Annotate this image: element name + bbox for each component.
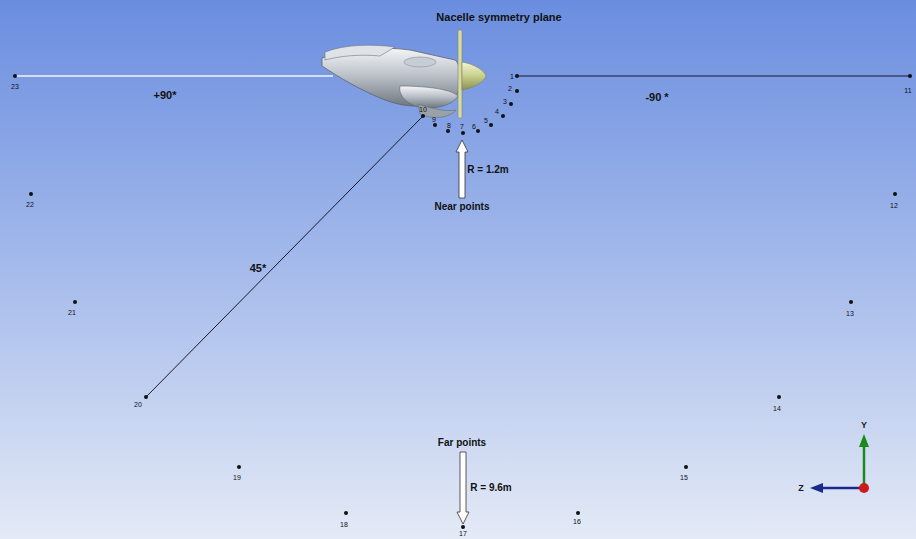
callout-number: 7: [460, 123, 464, 130]
angle-label: -90 *: [645, 92, 668, 103]
callout-number: 14: [773, 405, 781, 412]
callout-number: 17: [459, 530, 467, 537]
axis-label: Y: [861, 421, 867, 430]
callout-number: 15: [680, 474, 688, 481]
callout-number: 5: [484, 117, 488, 124]
group-label: Near points: [434, 202, 489, 212]
callout-number: 20: [134, 401, 142, 408]
callout-number: 21: [68, 309, 76, 316]
minus-90-line: [517, 75, 910, 76]
callout-number: 8: [447, 122, 451, 129]
angle-label: +90*: [154, 90, 177, 101]
callout-number: 3: [503, 98, 507, 105]
plane-title: Nacelle symmetry plane: [436, 12, 561, 23]
radius-label: R = 1.2m: [467, 165, 508, 175]
callout-number: 2: [508, 85, 512, 92]
axis-triad: [810, 434, 869, 493]
nacelle: [322, 30, 486, 118]
near-radius-arrow: [456, 140, 468, 198]
callout-number: 10: [419, 106, 427, 113]
callout-number: 13: [846, 310, 854, 317]
callout-number: 16: [573, 518, 581, 525]
callout-number: 23: [11, 83, 19, 90]
diagonal-45-line: [146, 116, 423, 397]
callout-number: 12: [890, 202, 898, 209]
radius-label: R = 9.6m: [470, 483, 511, 493]
callout-number: 4: [495, 108, 499, 115]
measurement-points: [13, 74, 912, 529]
far-radius-arrow: [457, 452, 469, 524]
group-label: Far points: [438, 438, 486, 448]
axis-label: Z: [798, 484, 804, 493]
plus-90-line: [15, 75, 333, 77]
callout-number: 19: [233, 474, 241, 481]
callout-number: 9: [432, 116, 436, 123]
angle-label: 45*: [250, 263, 267, 274]
callout-number: 11: [904, 87, 911, 94]
callout-number: 1: [510, 73, 514, 80]
callout-number: 22: [26, 201, 34, 208]
callout-number: 6: [472, 123, 476, 130]
callout-number: 18: [340, 521, 348, 528]
